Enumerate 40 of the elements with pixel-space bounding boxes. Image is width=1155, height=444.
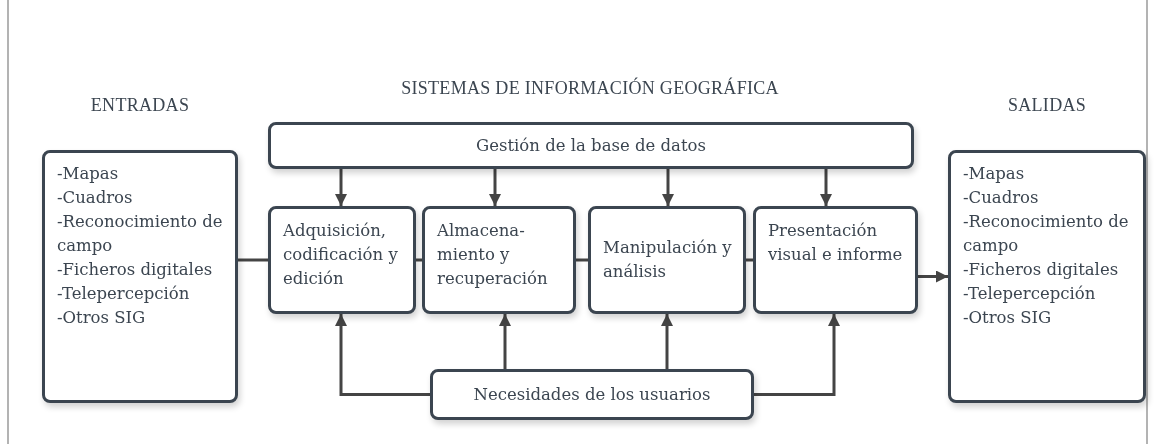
arrow	[335, 314, 430, 396]
box-label: Gestión de la base de datos	[476, 134, 706, 157]
process-box	[430, 369, 754, 420]
list-item: -Telepercepción	[963, 283, 1097, 305]
arrow	[918, 270, 948, 283]
list-item: -Cuadros	[57, 187, 134, 209]
arrow	[662, 169, 674, 206]
column-heading: ENTRADAS	[89, 95, 191, 116]
list-item: -Reconocimiento de campo	[57, 211, 224, 257]
arrow	[499, 314, 511, 369]
list-item: -Ficheros digitales	[57, 259, 214, 281]
list-item: -Otros SIG	[57, 307, 147, 329]
process-box	[268, 122, 914, 169]
list-item: -Ficheros digitales	[963, 259, 1120, 281]
diagram-title: SISTEMAS DE INFORMACIÓN GEOGRÁFICA	[400, 78, 780, 99]
box-label: Manipulación y análisis	[603, 237, 733, 283]
arrow	[820, 169, 832, 206]
process-box	[422, 206, 576, 314]
process-box	[268, 206, 416, 314]
connector-line	[416, 258, 422, 262]
list-item: -Otros SIG	[963, 307, 1053, 329]
list-item: -Cuadros	[963, 187, 1040, 209]
column-heading: SALIDAS	[1006, 95, 1088, 116]
arrow	[489, 169, 501, 206]
arrow	[661, 314, 673, 369]
arrow	[754, 314, 840, 396]
box-label: Necesidades de los usuarios	[473, 383, 711, 406]
list-item: -Mapas	[57, 163, 120, 185]
connector-line	[238, 258, 268, 262]
box-label: Presentación visual e informe	[768, 220, 904, 266]
list-item: -Mapas	[963, 163, 1026, 185]
connector-line	[576, 258, 588, 262]
list-item: -Telepercepción	[57, 283, 191, 305]
connector-line	[746, 258, 753, 262]
arrow	[335, 169, 347, 206]
box-label: Almacena- miento y recuperación	[437, 220, 549, 290]
process-box	[753, 206, 918, 314]
process-box	[588, 206, 746, 314]
list-item: -Reconocimiento de campo	[963, 211, 1130, 257]
box-label: Adquisición, codificación y edición	[283, 220, 399, 290]
